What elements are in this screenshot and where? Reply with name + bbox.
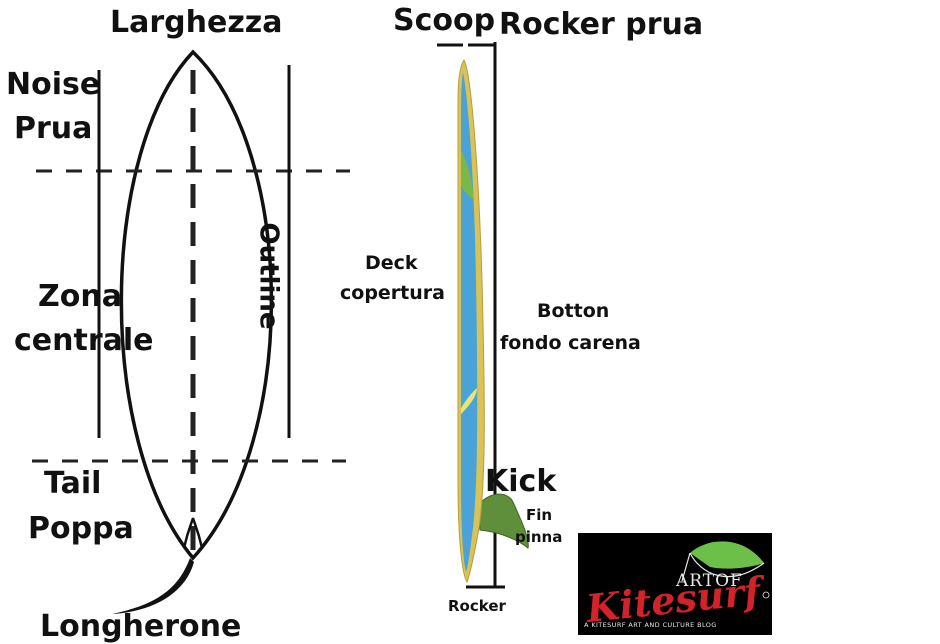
nose-label-line2: Prua xyxy=(14,111,93,146)
outline-label: Outline xyxy=(253,222,284,330)
fin-label-line1: Fin xyxy=(526,506,553,524)
nose-label-line1: Noise xyxy=(6,67,101,102)
width-label: Larghezza xyxy=(110,5,283,40)
rocker-label: Rocker xyxy=(448,597,506,615)
art-of-kitesurf-logo: ARTOF Kitesurf A KITESURF ART AND CULTUR… xyxy=(578,533,772,635)
tail-label-line2: Poppa xyxy=(28,511,134,546)
scoop-label: Scoop xyxy=(393,3,496,38)
stringer-label: Longherone xyxy=(40,609,242,644)
fin-shape xyxy=(477,493,529,549)
stringer-pointer xyxy=(112,558,194,614)
nose-rocker-label: Rocker prua xyxy=(499,7,704,42)
center-zone-label-line2: centrale xyxy=(14,323,154,358)
deck-label-line2: copertura xyxy=(340,282,445,304)
stringer-tip-arrow xyxy=(182,517,204,549)
bottom-label-line2: fondo carena xyxy=(500,332,641,354)
kick-label: Kick xyxy=(485,464,557,499)
fin-label-line2: pinna xyxy=(515,528,563,546)
logo-tagline: A KITESURF ART AND CULTURE BLOG xyxy=(584,621,717,629)
bottom-label-line1: Botton xyxy=(537,300,610,322)
board-outline-top-view xyxy=(119,49,274,561)
tail-label-line1: Tail xyxy=(44,466,102,501)
center-zone-label-line1: Zona xyxy=(38,279,122,314)
board-green-band-upper xyxy=(461,150,474,200)
logo-top-text: ARTOF xyxy=(676,571,743,591)
deck-label-line1: Deck xyxy=(365,252,418,274)
board-green-band-lower xyxy=(461,388,477,414)
kite-icon xyxy=(681,541,770,599)
